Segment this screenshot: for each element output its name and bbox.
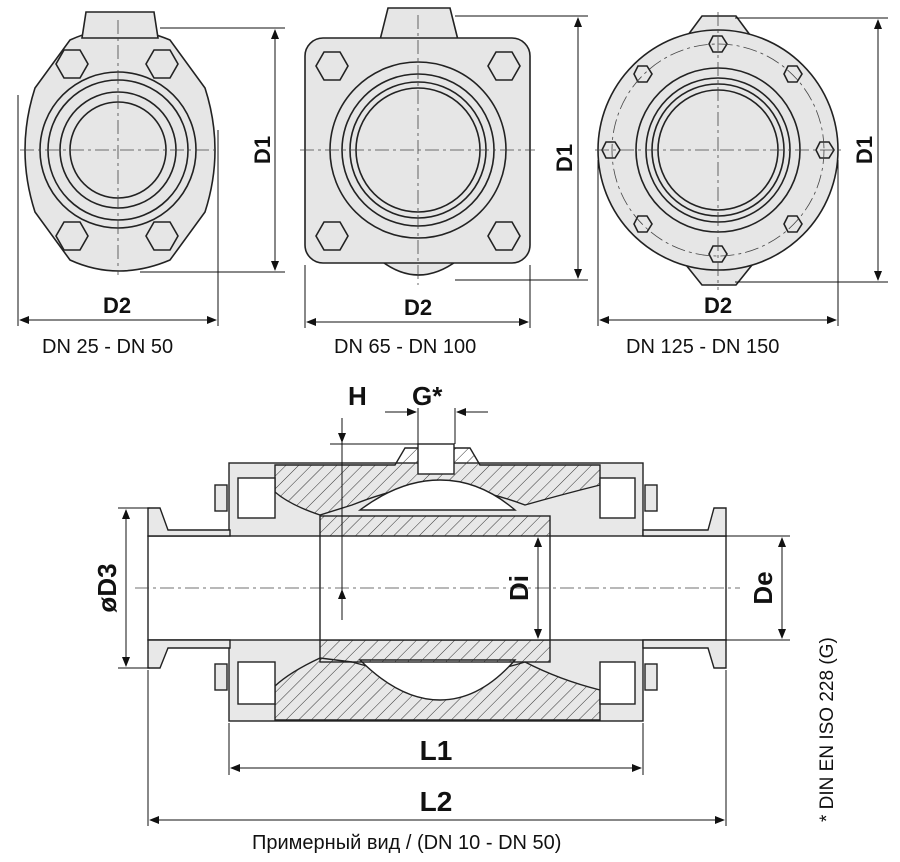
left-flange-lower: [237, 661, 276, 705]
view3-d1-label: D1: [852, 136, 877, 164]
l2-label: L2: [420, 786, 453, 817]
section-caption: Примерный вид / (DN 10 - DN 50): [252, 832, 562, 854]
right-pipe-clamp: [642, 507, 727, 537]
section-dimensions: [118, 408, 790, 826]
de-label: De: [748, 571, 778, 604]
port-bore: [417, 443, 455, 475]
view2-d1-label: D1: [552, 144, 577, 172]
view1-centerlines: [20, 20, 215, 275]
footnote-text: * DIN EN ISO 228 (G): [817, 637, 838, 822]
top-boss: [81, 11, 159, 39]
view-round-flange: [597, 15, 839, 286]
l1-label: L1: [420, 735, 453, 766]
h-label: H: [348, 381, 367, 411]
left-pipe-clamp: [147, 507, 231, 537]
upper-sleeve: [319, 515, 551, 539]
left-flange-outer: [237, 477, 276, 519]
g-label: G*: [412, 381, 443, 411]
bolt-hex-group: [601, 35, 835, 263]
view3-centerlines: [595, 12, 842, 290]
view1-dimensions: [17, 27, 285, 326]
view3-dimensions: [597, 17, 888, 326]
upper-chamber: [357, 479, 517, 511]
view2-centerlines: [300, 15, 535, 285]
view2-d2-label: D2: [404, 295, 432, 320]
right-flange-lower: [599, 661, 636, 705]
bolt-hex-group: [55, 49, 179, 251]
bolt-hex-group: [315, 51, 521, 251]
view3-d2-label: D2: [704, 293, 732, 318]
d3-label: øD3: [92, 563, 122, 612]
bolt-heads: [214, 484, 658, 691]
view1-d2-label: D2: [103, 293, 131, 318]
view-square-flange: [304, 7, 531, 276]
lower-chamber: [358, 659, 517, 701]
right-flange-outer: [599, 477, 636, 519]
di-label: Di: [504, 575, 534, 601]
view-oval-flange: [24, 11, 216, 272]
view2-caption: DN 65 - DN 100: [334, 336, 477, 358]
view2-dimensions: [304, 15, 588, 328]
top-boss: [378, 7, 460, 41]
view1-caption: DN 25 - DN 50: [42, 336, 174, 358]
lower-sleeve: [319, 639, 551, 663]
section-view: [147, 443, 727, 722]
view3-caption: DN 125 - DN 150: [626, 336, 780, 358]
view1-d1-label: D1: [250, 136, 275, 164]
